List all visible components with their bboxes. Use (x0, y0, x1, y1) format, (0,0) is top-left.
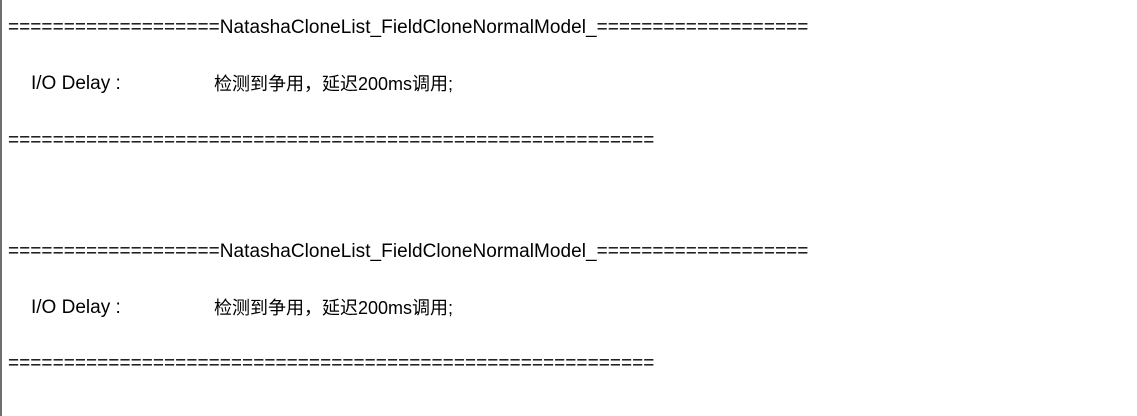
io-delay-label: I/O Delay : (31, 297, 121, 318)
log-header-line: ===================NatashaCloneList_Fiel… (8, 17, 809, 38)
io-delay-label: I/O Delay : (31, 73, 121, 94)
io-delay-value: 检测到争用，延迟200ms调用; (214, 298, 454, 318)
io-delay-value: 检测到争用，延迟200ms调用; (214, 74, 454, 94)
log-header-line: ===================NatashaCloneList_Fiel… (8, 241, 809, 262)
window-left-border (0, 0, 2, 416)
log-footer-line: ========================================… (8, 353, 655, 374)
log-footer-line: ========================================… (8, 130, 655, 151)
